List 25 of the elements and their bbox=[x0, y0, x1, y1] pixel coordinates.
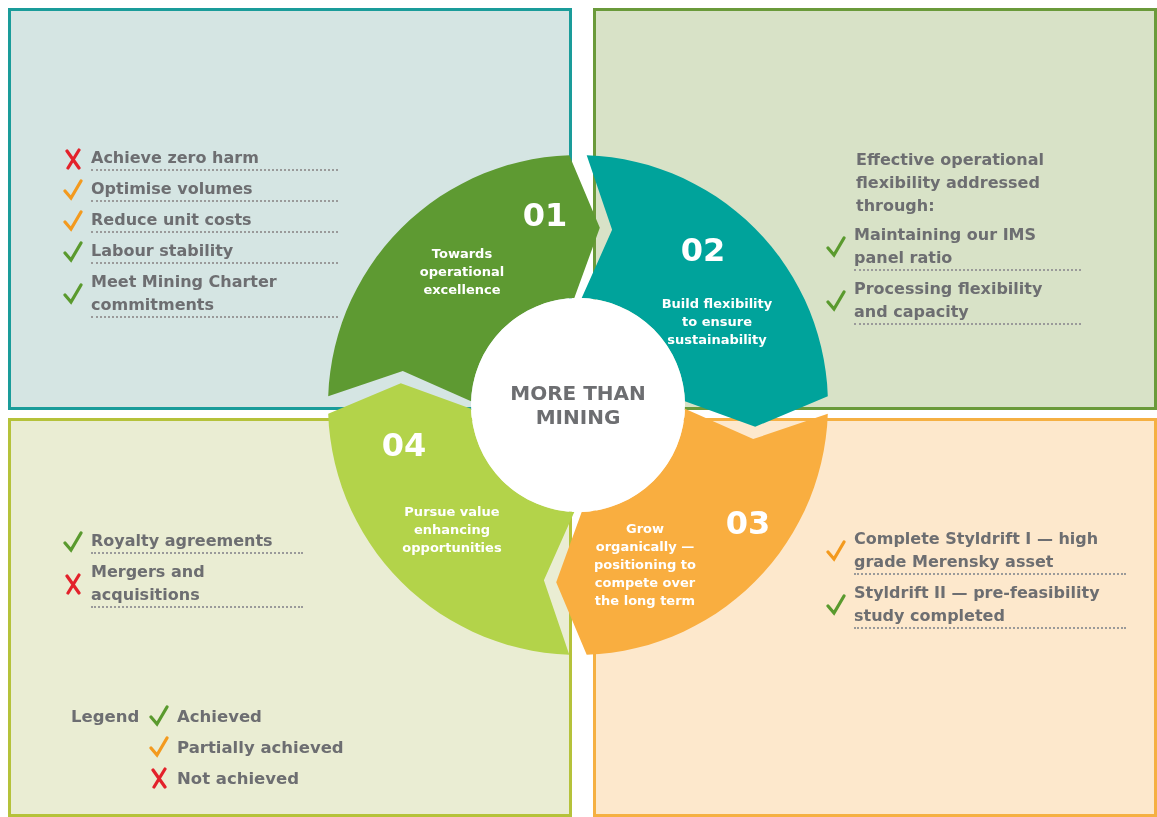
goal-item: Styldrift II — pre-feasibility study completed bbox=[854, 581, 1126, 629]
goal-item: Complete Styldrift I — high grade Merensky asset bbox=[854, 527, 1126, 575]
step-number: 01 bbox=[522, 196, 568, 234]
legend-text: Not achieved bbox=[177, 768, 300, 788]
legend-title: Legend bbox=[71, 707, 140, 726]
goal-item: Meet Mining Charter commitments bbox=[91, 270, 338, 318]
goal-item: Royalty agreements bbox=[91, 529, 303, 554]
step-number: 03 bbox=[725, 504, 771, 542]
step-number: 02 bbox=[680, 231, 726, 269]
goal-item: Achieve zero harm bbox=[91, 146, 338, 171]
step-caption: Build flexibility to ensure sustainability bbox=[660, 295, 774, 349]
goal-item: Labour stability bbox=[91, 239, 338, 264]
goal-item: Optimise volumes bbox=[91, 177, 338, 202]
goal-item: Mergers and acquisitions bbox=[91, 560, 303, 608]
goal-item: Maintaining our IMS panel ratio bbox=[854, 223, 1081, 271]
step-caption: Towards operational excellence bbox=[418, 245, 506, 299]
centre-title: MORE THAN MINING bbox=[509, 381, 647, 429]
goal-item: Processing flexibility and capacity bbox=[854, 277, 1081, 325]
legend-text: Achieved bbox=[177, 706, 262, 726]
step-caption: Pursue value enhancing opportunities bbox=[401, 503, 503, 557]
goal-item: Reduce unit costs bbox=[91, 208, 338, 233]
step-caption: Grow organically — positioning to compete over the long term bbox=[593, 520, 697, 610]
legend-text: Partially achieved bbox=[177, 737, 344, 757]
step-number: 04 bbox=[381, 426, 427, 464]
panel-heading: Effective operational flexibility addressed through: bbox=[856, 149, 1045, 217]
